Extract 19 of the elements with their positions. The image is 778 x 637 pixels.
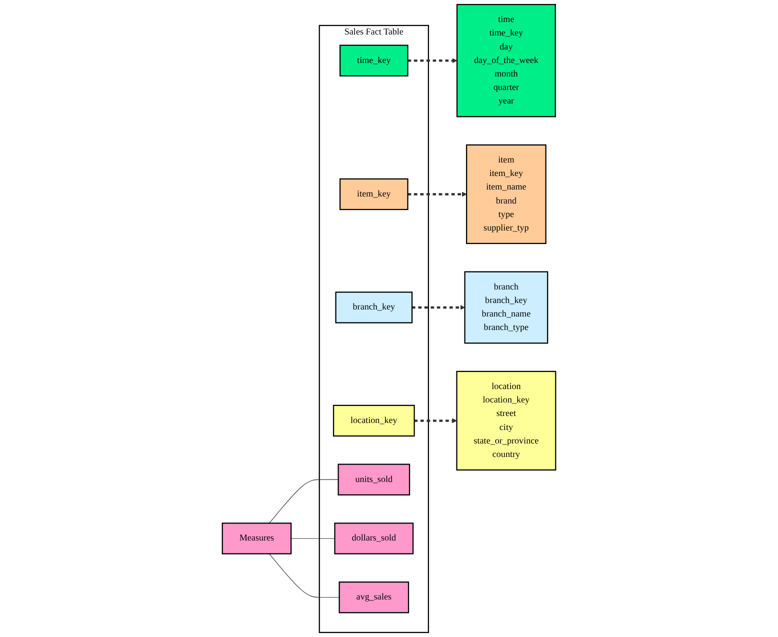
node-box: location location_key street city state_or_province country	[456, 370, 556, 471]
node-box: branch_key	[335, 292, 413, 324]
node-box: time time_key day day_of_the_week month quarter year	[456, 4, 556, 118]
arrow	[408, 58, 458, 64]
node-box: dollars_sold	[334, 522, 414, 554]
node-box: location_key	[332, 404, 415, 437]
arrow	[408, 192, 467, 197]
connector	[290, 538, 336, 539]
node-box: branch branch_key branch_name branch_type	[464, 271, 548, 344]
arrow	[414, 418, 457, 424]
connector	[269, 553, 340, 598]
node-box: units_sold	[338, 464, 410, 496]
node-box: time_key	[340, 44, 408, 76]
arrow	[412, 304, 466, 310]
connector	[269, 479, 339, 524]
node-box: avg_sales	[338, 582, 410, 614]
node-box: item_key	[340, 178, 408, 210]
node-box: Measures	[222, 522, 292, 554]
node-box: item item_key item_name brand type supplier_typ	[466, 144, 546, 244]
